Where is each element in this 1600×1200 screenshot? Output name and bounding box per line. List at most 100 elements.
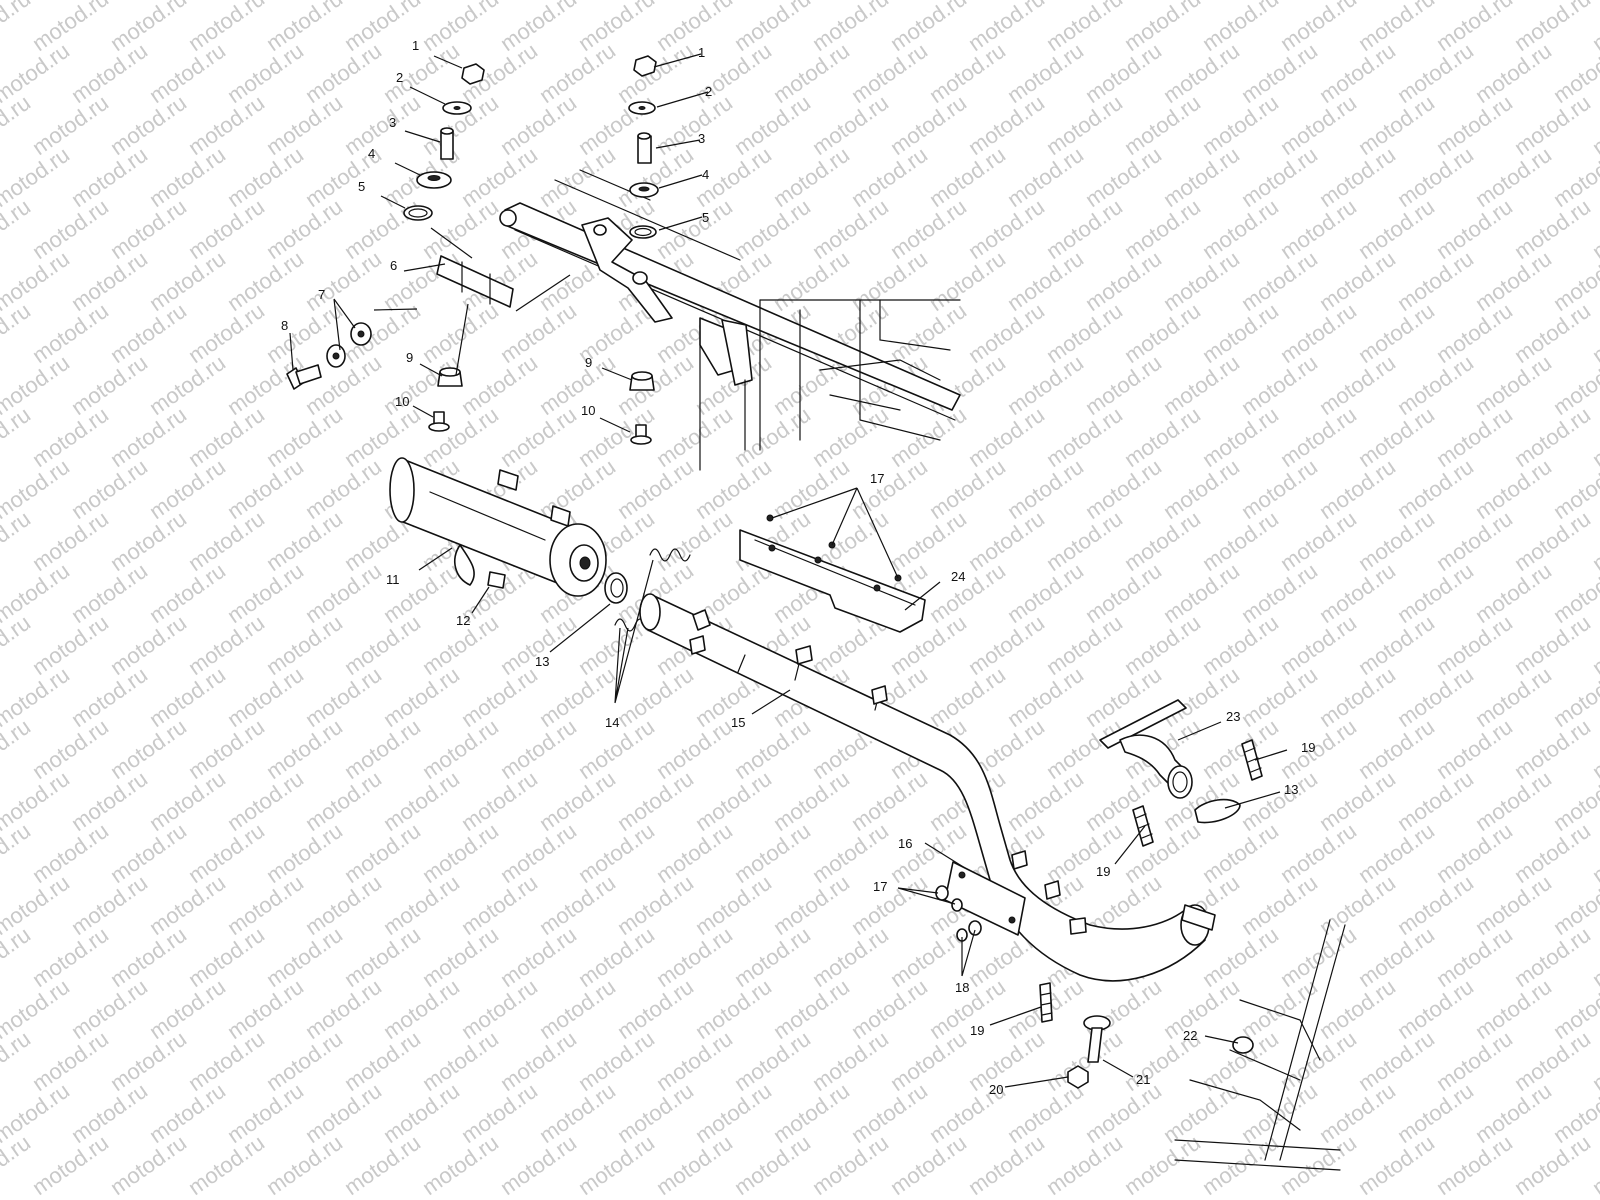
watermark-text: motod.ru [418,714,503,784]
watermark-text: motod.ru [1588,402,1600,472]
watermark-text: motod.ru [379,870,464,940]
watermark-text: motod.ru [1354,1026,1439,1096]
watermark-text: motod.ru [574,818,659,888]
watermark-text: motod.ru [652,714,737,784]
watermark-text: motod.ru [496,1130,581,1200]
watermark-text: motod.ru [964,402,1049,472]
watermark-text: motod.ru [223,974,308,1044]
watermark-text: motod.ru [28,714,113,784]
watermark-text: motod.ru [769,974,854,1044]
watermark-text: motod.ru [691,454,776,524]
watermark-text: motod.ru [1393,558,1478,628]
watermark-text: motod.ru [0,1130,35,1200]
watermark-text: motod.ru [1003,662,1088,732]
watermark-text: motod.ru [28,610,113,680]
watermark-text: motod.ru [301,246,386,316]
oring-5a [403,205,433,221]
watermark-text: motod.ru [1276,90,1361,160]
watermark-text: motod.ru [535,766,620,836]
watermark-text: motod.ru [67,142,152,212]
watermark-text: motod.ru [1159,454,1244,524]
callout-9a: 9 [406,350,413,365]
watermark-text: motod.ru [1198,610,1283,680]
watermark-text: motod.ru [808,818,893,888]
watermark-text: motod.ru [1315,766,1400,836]
watermark-text: motod.ru [1237,350,1322,420]
watermark-text: motod.ru [496,818,581,888]
watermark-text: motod.ru [652,818,737,888]
bracket-6 [436,255,514,308]
callout-9b: 9 [585,355,592,370]
watermark-text: motod.ru [340,922,425,992]
callout-16: 16 [898,836,912,851]
spacer-3a [440,130,454,160]
watermark-text: motod.ru [1432,298,1517,368]
watermark-text: motod.ru [1198,194,1283,264]
watermark-text: motod.ru [808,1130,893,1200]
callout-2a: 2 [396,70,403,85]
watermark-text: motod.ru [1432,922,1517,992]
watermark-text: motod.ru [1003,38,1088,108]
watermark-text: motod.ru [340,714,425,784]
watermark-text: motod.ru [223,870,308,940]
watermark-text: motod.ru [1315,350,1400,420]
watermark-text: motod.ru [925,142,1010,212]
watermark-text: motod.ru [1003,454,1088,524]
watermark-text: motod.ru [340,402,425,472]
watermark-text: motod.ru [418,90,503,160]
watermark-text: motod.ru [1042,402,1127,472]
watermark-text: motod.ru [847,1078,932,1148]
watermark-text: motod.ru [1510,922,1595,992]
leader-lines [289,53,1288,1088]
watermark-text: motod.ru [1198,506,1283,576]
callout-10a: 10 [395,394,409,409]
watermark-text: motod.ru [1471,1078,1556,1148]
watermark-text: motod.ru [67,974,152,1044]
watermark-text: motod.ru [1315,1078,1400,1148]
watermark-text: motod.ru [1237,246,1322,316]
watermark-text: motod.ru [457,870,542,940]
watermark-text: motod.ru [1042,610,1127,680]
watermark-text: motod.ru [1003,246,1088,316]
watermark-text: motod.ru [1120,1130,1205,1200]
watermark-text: motod.ru [691,766,776,836]
lower-frame-22 [1174,919,1346,1171]
watermark-text: motod.ru [886,506,971,576]
watermark-text: motod.ru [964,90,1049,160]
watermark-text: motod.ru [418,818,503,888]
watermark-text: motod.ru [691,870,776,940]
watermark-text: motod.ru [1588,90,1600,160]
nut-1a [461,63,485,85]
watermark-text: motod.ru [1471,38,1556,108]
watermark-text: motod.ru [0,298,35,368]
watermark-text: motod.ru [1393,246,1478,316]
watermark-text: motod.ru [1276,402,1361,472]
watermark-text: motod.ru [1471,870,1556,940]
watermark-text: motod.ru [1042,1026,1127,1096]
watermark-text: motod.ru [730,1130,815,1200]
watermark-text: motod.ru [457,766,542,836]
watermark-text: motod.ru [301,1078,386,1148]
watermark-text: motod.ru [1393,766,1478,836]
watermark-text: motod.ru [28,818,113,888]
watermark-text: motod.ru [1588,714,1600,784]
watermark-text: motod.ru [574,1130,659,1200]
watermark-text: motod.ru [652,922,737,992]
watermark-text: motod.ru [1315,974,1400,1044]
watermark-text: motod.ru [1276,298,1361,368]
watermark-text: motod.ru [1432,1026,1517,1096]
watermark-text: motod.ru [106,818,191,888]
callout-5b: 5 [702,210,709,225]
watermark-text: motod.ru [0,922,35,992]
watermark-text: motod.ru [340,610,425,680]
watermark-text: motod.ru [0,402,35,472]
watermark-text: motod.ru [145,766,230,836]
watermark-text: motod.ru [1393,454,1478,524]
watermark-text: motod.ru [1003,142,1088,212]
watermark-text: motod.ru [964,0,1049,56]
heat-shield-16 [944,861,1026,936]
watermark-text: motod.ru [1510,610,1595,680]
watermark-text: motod.ru [1471,454,1556,524]
watermark-text: motod.ru [262,506,347,576]
watermark-text: motod.ru [1276,922,1361,992]
